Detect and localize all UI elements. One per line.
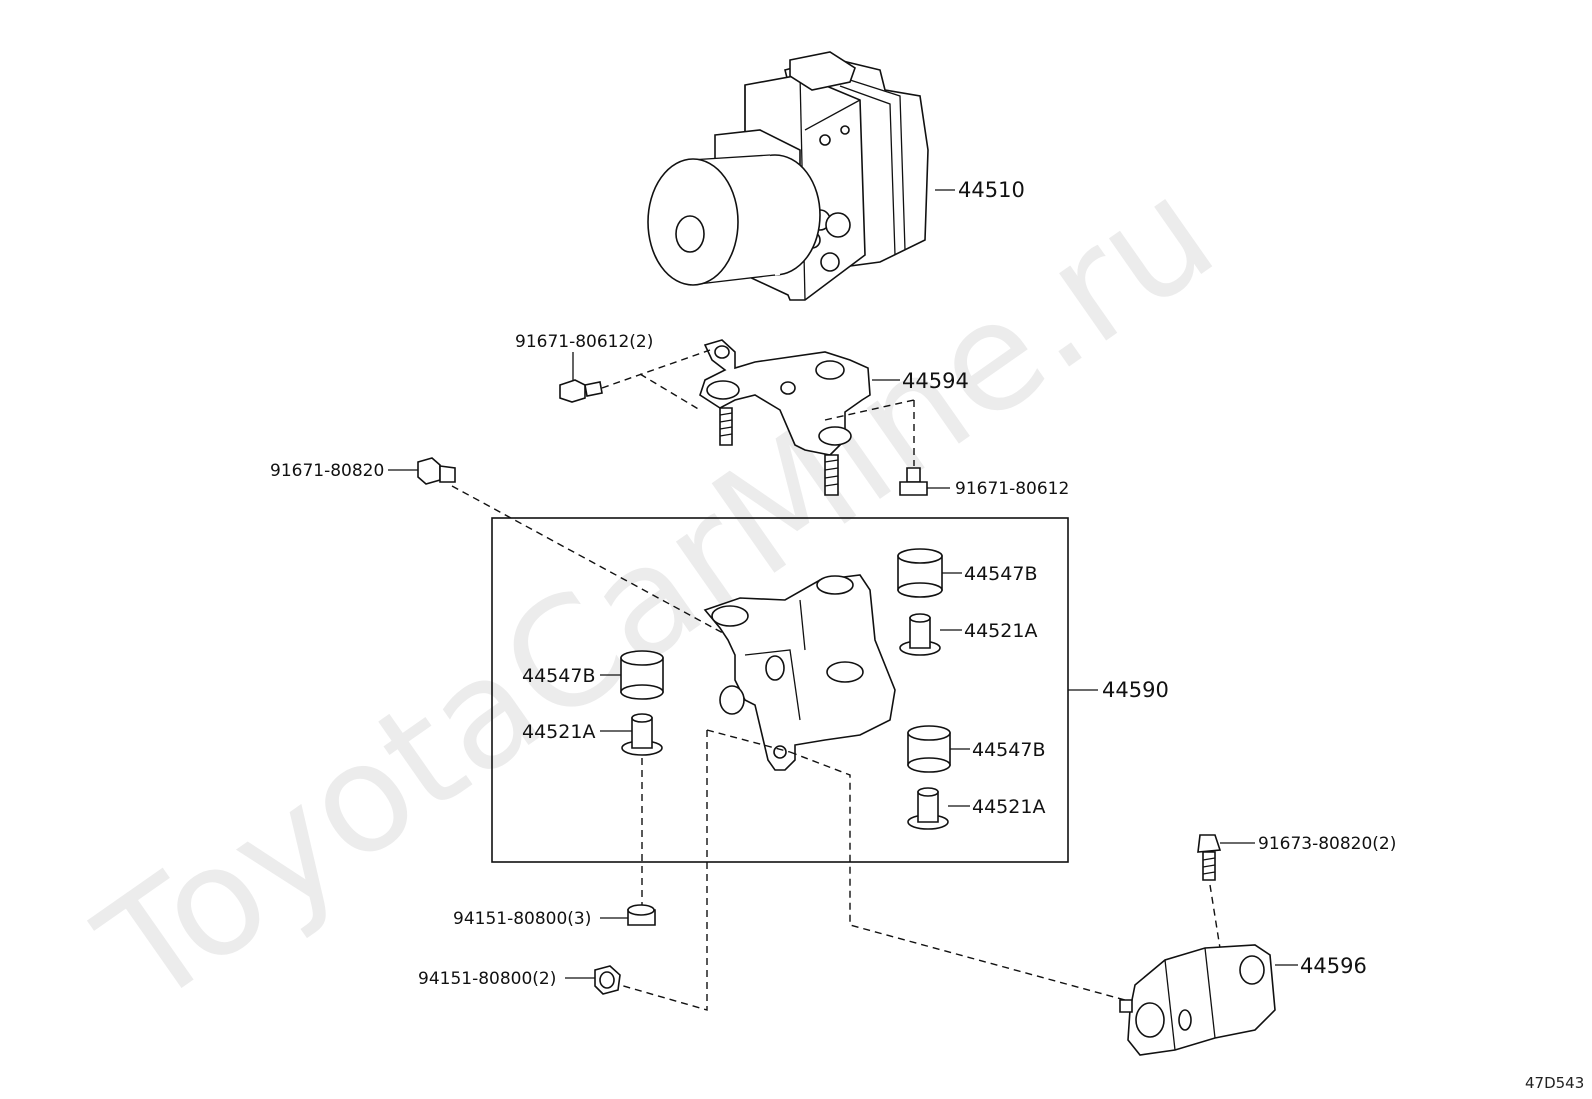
main-bracket (619, 574, 1126, 1011)
label-44547B-bottom: 44547B (972, 739, 1045, 761)
abs-actuator (647, 51, 955, 301)
label-44510: 44510 (958, 178, 1025, 202)
cushion-left (600, 650, 664, 700)
bolt-91671-80612 (824, 399, 950, 496)
label-44521A-bottom: 44521A (972, 796, 1045, 818)
label-94151-80800-2: 94151-80800(2) (418, 969, 556, 989)
label-91673-80820-2: 91673-80820(2) (1258, 834, 1396, 854)
cushion-right-bottom (907, 725, 970, 773)
upper-bracket (699, 339, 900, 496)
label-44521A-top: 44521A (964, 620, 1037, 642)
bolt-91671-80820 (388, 457, 746, 646)
nut-94151-80800-3 (600, 904, 656, 926)
label-44594: 44594 (902, 369, 969, 393)
label-44547B-left: 44547B (522, 665, 595, 687)
collar-left (600, 713, 663, 905)
bolt-91671-80612-2 (559, 349, 711, 411)
nut-94151-80800-2 (565, 965, 621, 995)
label-44590: 44590 (1102, 678, 1169, 702)
lower-bracket (1119, 944, 1298, 1056)
label-44521A-left: 44521A (522, 721, 595, 743)
label-44547B-top: 44547B (964, 563, 1037, 585)
label-91671-80612: 91671-80612 (955, 479, 1069, 499)
collar-right-bottom (907, 787, 970, 830)
cushion-right-top (897, 548, 962, 598)
label-44596: 44596 (1300, 954, 1367, 978)
label-94151-80800-3: 94151-80800(3) (453, 909, 591, 929)
diagram-code: 47D543 (1525, 1074, 1584, 1092)
label-91671-80612-2: 91671-80612(2) (515, 332, 653, 352)
label-91671-80820: 91671-80820 (270, 461, 384, 481)
collar-right-top (899, 613, 962, 656)
